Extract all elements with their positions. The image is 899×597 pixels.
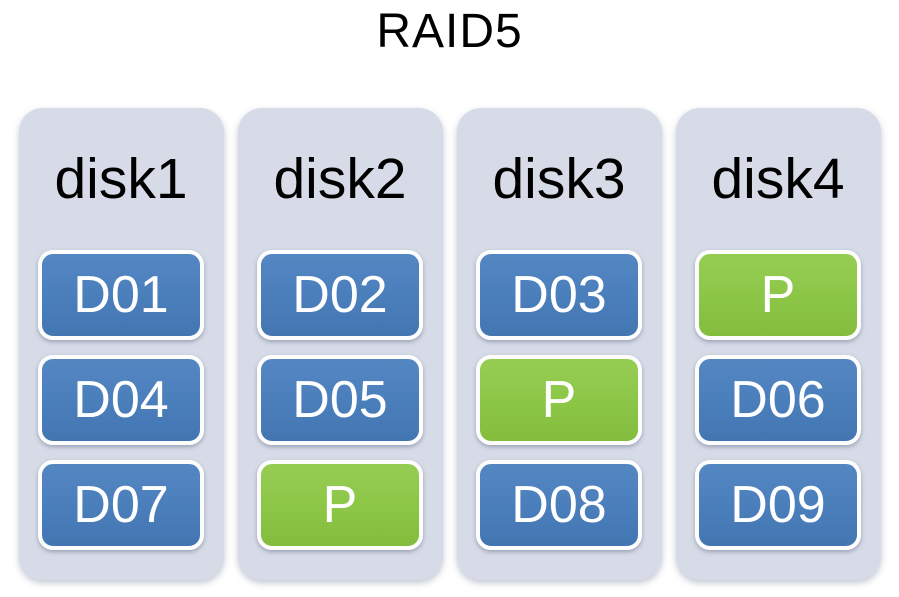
block-label: D03 — [511, 266, 607, 324]
disk-column-disk4: disk4 P D06 D09 — [675, 108, 881, 580]
data-block: D05 — [257, 355, 423, 445]
data-block: D03 — [476, 250, 642, 340]
block-label: D01 — [73, 266, 169, 324]
disk-columns-container: disk1 D01 D04 D07 disk2 D02 D05 P disk3 … — [0, 108, 899, 580]
data-block: D07 — [38, 460, 204, 550]
disk-name: disk4 — [711, 147, 845, 211]
data-block: D06 — [695, 355, 861, 445]
data-block: D04 — [38, 355, 204, 445]
raid5-diagram: RAID5 disk1 D01 D04 D07 disk2 D02 D05 P … — [0, 4, 899, 597]
parity-block: P — [476, 355, 642, 445]
disk-column-disk3: disk3 D03 P D08 — [456, 108, 662, 580]
data-block: D09 — [695, 460, 861, 550]
data-block: D08 — [476, 460, 642, 550]
diagram-title: RAID5 — [376, 5, 523, 58]
data-block: D01 — [38, 250, 204, 340]
block-label: D05 — [292, 371, 388, 429]
parity-block: P — [695, 250, 861, 340]
disk-column-disk2: disk2 D02 D05 P — [237, 108, 443, 580]
disk-column-disk1: disk1 D01 D04 D07 — [18, 108, 224, 580]
block-label: D07 — [73, 476, 169, 534]
block-label: D08 — [511, 476, 607, 534]
disk-name: disk2 — [273, 147, 407, 211]
block-label: D06 — [730, 371, 826, 429]
data-block: D02 — [257, 250, 423, 340]
block-label: P — [541, 371, 577, 429]
block-label: P — [322, 476, 358, 534]
disk-name: disk1 — [54, 147, 188, 211]
disk-name: disk3 — [492, 147, 626, 211]
block-label: D04 — [73, 371, 169, 429]
block-label: D09 — [730, 476, 826, 534]
block-label: P — [760, 266, 796, 324]
parity-block: P — [257, 460, 423, 550]
block-label: D02 — [292, 266, 388, 324]
